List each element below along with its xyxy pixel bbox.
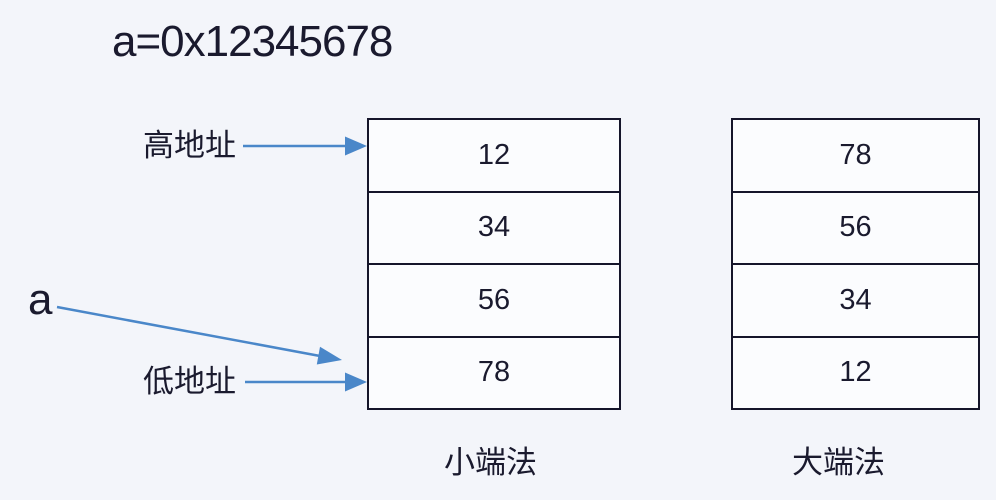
memory-cell: 56	[733, 190, 978, 263]
little-endian-stack: 12 34 56 78	[367, 118, 621, 410]
little-endian-caption: 小端法	[444, 445, 537, 480]
low-address-arrow-icon	[245, 372, 367, 392]
memory-cell: 34	[733, 263, 978, 336]
high-address-label: 高地址	[143, 128, 236, 163]
memory-cell: 78	[369, 335, 619, 408]
big-endian-stack: 78 56 34 12	[731, 118, 980, 410]
memory-cell: 78	[733, 120, 978, 191]
page-title: a=0x12345678	[112, 17, 393, 66]
low-address-label: 低地址	[143, 364, 236, 399]
memory-cell: 34	[369, 190, 619, 263]
big-endian-caption: 大端法	[792, 445, 885, 480]
memory-cell: 56	[369, 263, 619, 336]
variable-a-label: a	[28, 275, 53, 324]
high-address-arrow-icon	[243, 136, 367, 156]
memory-cell: 12	[733, 335, 978, 408]
pointer-a-arrow-icon	[56, 305, 342, 365]
memory-cell: 12	[369, 120, 619, 191]
